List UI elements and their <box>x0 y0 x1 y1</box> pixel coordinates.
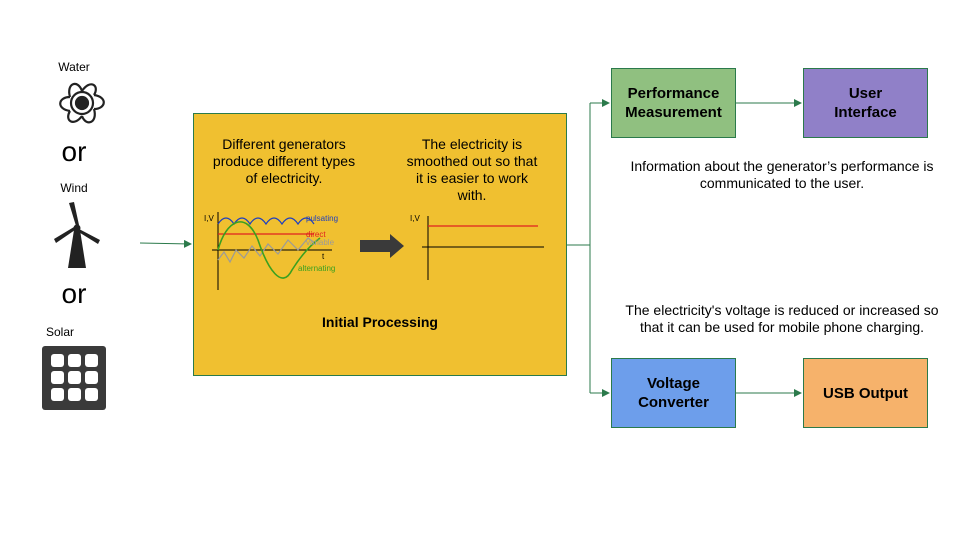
waveform-x-axis-label: t <box>322 252 325 261</box>
usb-output-block: USB Output <box>803 358 928 428</box>
variable-wave <box>217 237 317 264</box>
performance-note: Information about the generator’s perfor… <box>630 158 934 191</box>
usb-output-label: USB Output <box>823 384 908 402</box>
smoothed-y-axis-label: I,V <box>410 214 420 223</box>
voltage-note: The electricity's voltage is reduced or … <box>625 302 939 335</box>
arrow-right-icon <box>360 234 404 258</box>
water-turbine-icon <box>59 82 105 124</box>
performance-measurement-block: Performance Measurement <box>611 68 736 138</box>
initial-processing-block: Different generators produce different t… <box>193 113 567 376</box>
waveform-chart: I,V t pulsating direct variable alternat… <box>204 212 338 290</box>
voltage-converter-label: Voltage Converter <box>638 375 709 411</box>
pulsating-label: pulsating <box>306 214 338 223</box>
or-text-2: or <box>61 278 87 309</box>
direct-label: direct <box>306 230 326 239</box>
pulsating-wave <box>217 217 315 226</box>
user-interface-block: User Interface <box>803 68 928 138</box>
smoothing-text: The electricity is smoothed out so that … <box>406 136 538 203</box>
voltage-converter-block: Voltage Converter <box>611 358 736 428</box>
performance-measurement-label: Performance Measurement <box>625 85 722 121</box>
processing-title: Initial Processing <box>322 314 438 330</box>
user-interface-label: User Interface <box>834 85 897 121</box>
waveform-y-axis-label: I,V <box>204 214 214 223</box>
alternating-label: alternating <box>298 264 335 273</box>
alternating-wave <box>217 221 321 279</box>
generators-text: Different generators produce different t… <box>212 136 356 186</box>
smoothed-chart: I,V <box>410 214 544 280</box>
solar-label: Solar <box>45 325 74 339</box>
water-label: Water <box>58 60 90 74</box>
wind-turbine-icon <box>54 202 100 268</box>
input-connector <box>139 239 192 248</box>
or-text-1: or <box>61 136 87 167</box>
wind-label: Wind <box>60 181 88 195</box>
solar-panel-icon <box>42 346 106 410</box>
variable-label: variable <box>306 238 335 247</box>
